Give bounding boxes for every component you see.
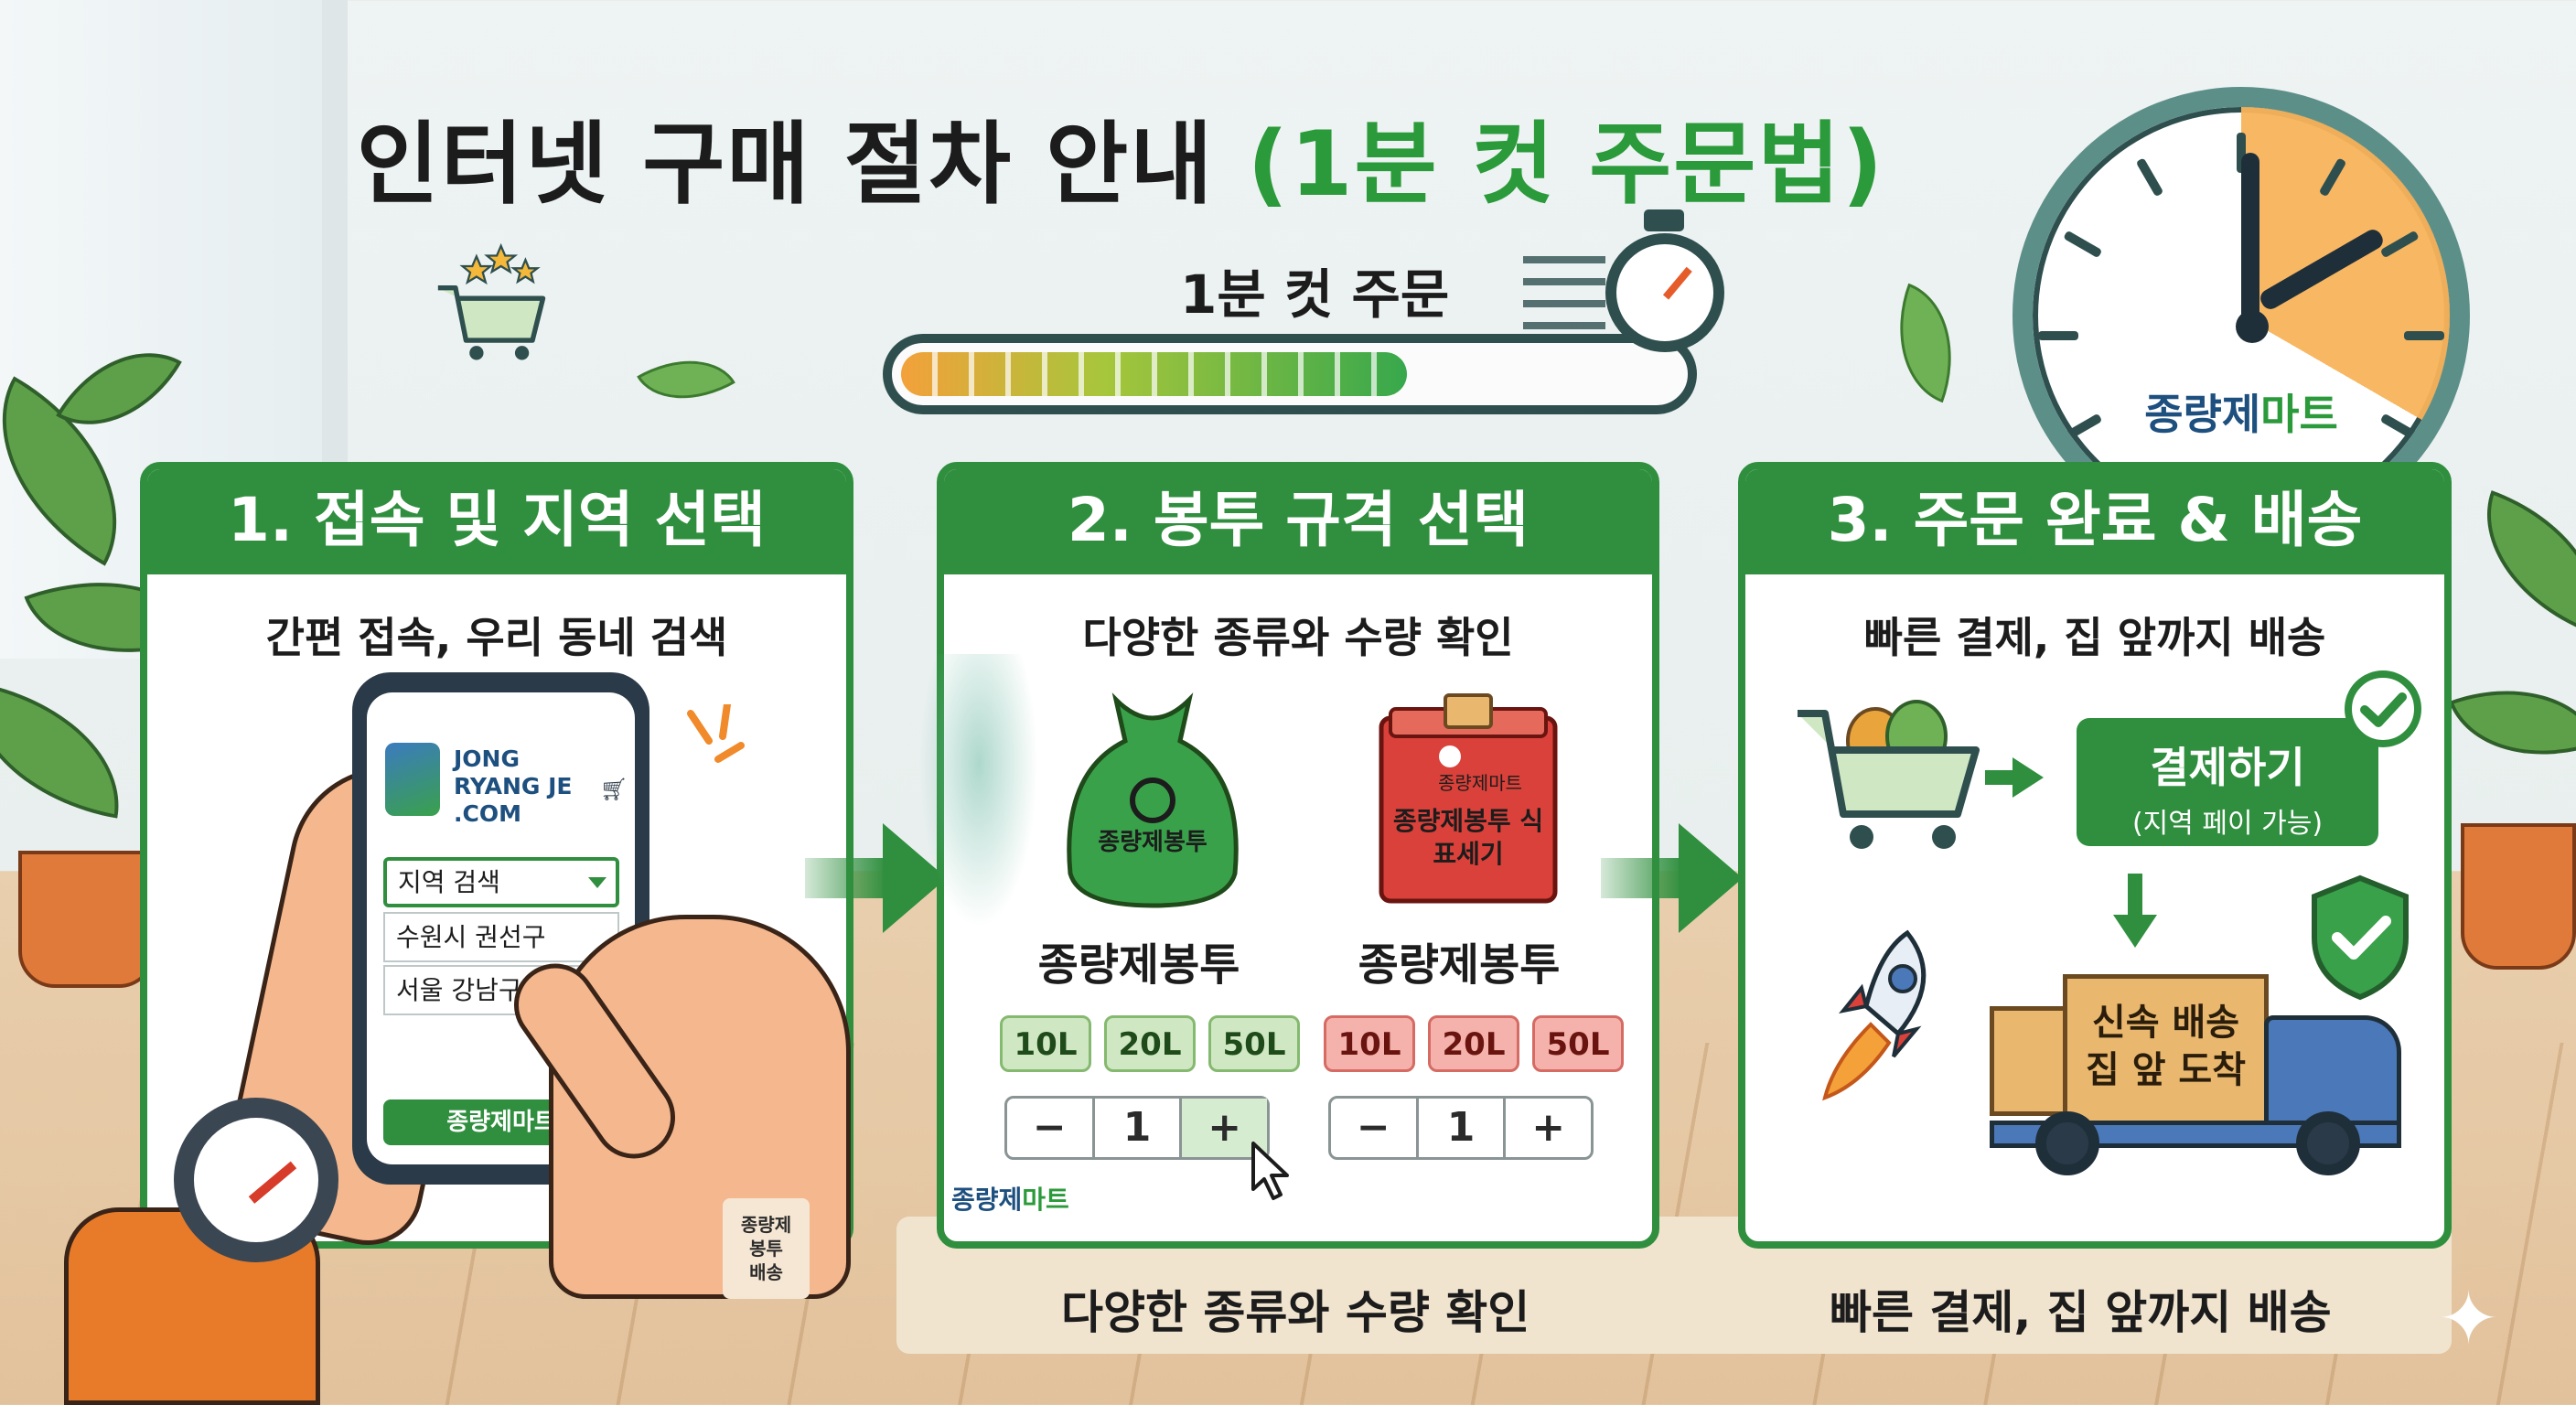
quantity-stepper-1: − 1 +	[1004, 1096, 1270, 1160]
red-bag-label: 종량제봉투 식표세기	[1392, 806, 1544, 869]
stopwatch-icon	[1605, 209, 1724, 352]
arrow-right-small-icon	[2012, 757, 2044, 798]
site-name: JONG RYANG JE .COM	[454, 745, 573, 827]
title-highlight: (1분 컷 주문법)	[1247, 113, 1885, 217]
product-name-2: 종량제봉투	[1358, 939, 1561, 991]
size-options-1: 10L 20L 50L	[1000, 1015, 1300, 1072]
title-main: 인터넷 구매 절차 안내	[356, 113, 1215, 217]
arrow-right-small-icon	[1985, 770, 2014, 785]
caption-step-3: 빠른 결제, 집 앞까지 배송	[1830, 1286, 2332, 1339]
minus-button[interactable]: −	[1356, 1104, 1390, 1151]
region-search-select[interactable]: 지역 검색	[383, 857, 619, 907]
size-chip-10l[interactable]: 10L	[1324, 1015, 1415, 1072]
arrow-down-icon	[2113, 915, 2157, 948]
wheel-icon	[2296, 1111, 2360, 1175]
page-title: 인터넷 구매 절차 안내 (1분 컷 주문법)	[0, 91, 2241, 221]
rocket-icon	[1822, 929, 1927, 1101]
clock-brand: 종량제마트	[2144, 390, 2338, 439]
check-circle-icon	[2345, 670, 2421, 747]
progress-fill	[901, 352, 1407, 396]
chevron-down-icon	[588, 877, 606, 888]
plant-leaf-icon	[0, 681, 137, 819]
shield-check-icon	[2312, 874, 2409, 1001]
green-bag-label: 종량제봉투	[1098, 829, 1208, 856]
phone-screen: JONG RYANG JE .COM 🛒︎ 지역 검색 수원시 권선구 서울 강…	[367, 692, 635, 1164]
red-bag-icon	[1379, 693, 1558, 904]
green-bag-icon	[1067, 692, 1239, 908]
step-subtitle-2: 다양한 종류와 수량 확인	[1082, 613, 1514, 662]
plant-leaf-icon	[2457, 489, 2576, 636]
size-chip-50l[interactable]: 50L	[1532, 1015, 1624, 1072]
shopping-cart-icon	[1798, 700, 1980, 849]
arrow-down-icon	[2128, 874, 2142, 917]
plant-pot-left	[18, 851, 156, 988]
hand-sticker: 종량제 봉투 배송	[723, 1198, 810, 1299]
step-title-1: 1. 접속 및 지역 선택	[147, 469, 846, 574]
region-option-1[interactable]: 수원시 권선구	[383, 912, 619, 962]
caption-step-2: 다양한 종류와 수량 확인	[1061, 1286, 1530, 1339]
size-options-2: 10L 20L 50L	[1324, 1015, 1624, 1072]
size-chip-10l[interactable]: 10L	[1000, 1015, 1091, 1072]
brand-logo-small: 종량제마트	[951, 1185, 1069, 1215]
smartphone: JONG RYANG JE .COM 🛒︎ 지역 검색 수원시 권선구 서울 강…	[352, 672, 649, 1185]
plant-leaf-icon	[2449, 658, 2576, 788]
product-name-1: 종량제봉투	[1037, 939, 1240, 991]
truck-cargo-sign: 신속 배송 집 앞 도착	[2063, 974, 2269, 1125]
progress-label: 1분 컷 주문	[1180, 263, 1450, 326]
quantity-stepper-2: − 1 +	[1328, 1096, 1594, 1160]
leaf-icon	[1873, 283, 1978, 403]
step-subtitle-1: 간편 접속, 우리 동네 검색	[265, 613, 728, 662]
korea-map-icon	[919, 654, 1038, 928]
size-chip-50l[interactable]: 50L	[1208, 1015, 1300, 1072]
step-title-3: 3. 주문 완료 & 배송	[1745, 469, 2444, 574]
size-chip-20l[interactable]: 20L	[1428, 1015, 1519, 1072]
speed-lines-icon	[1523, 256, 1605, 329]
minus-button[interactable]: −	[1032, 1104, 1067, 1151]
wheel-icon	[2035, 1111, 2099, 1175]
plant-pot-right	[2461, 823, 2576, 970]
wristwatch-icon	[174, 1098, 338, 1262]
mouse-cursor-icon	[1251, 1142, 1289, 1200]
package-box-icon	[1990, 1006, 2072, 1116]
site-logo-icon	[385, 743, 440, 816]
progress-bar	[883, 334, 1697, 414]
cart-with-stars-icon	[437, 242, 546, 360]
arrow-right-icon	[1601, 823, 1743, 933]
quantity-value[interactable]: 1	[1091, 1099, 1183, 1157]
quantity-value[interactable]: 1	[1415, 1099, 1507, 1157]
step-title-2: 2. 봉투 규격 선택	[944, 469, 1652, 574]
spark-lines-icon	[687, 704, 745, 763]
pay-button[interactable]: 결제하기 (지역 페이 가능)	[2077, 718, 2378, 846]
plus-button[interactable]: +	[1531, 1104, 1566, 1151]
leaf-icon	[637, 335, 735, 424]
size-chip-20l[interactable]: 20L	[1104, 1015, 1196, 1072]
sparkle-icon: ✦	[2438, 1276, 2500, 1361]
red-bag-small-label: 종량제마트	[1438, 772, 1522, 794]
cart-icon[interactable]: 🛒︎	[600, 777, 628, 802]
step-subtitle-3: 빠른 결제, 집 앞까지 배송	[1863, 613, 2326, 662]
